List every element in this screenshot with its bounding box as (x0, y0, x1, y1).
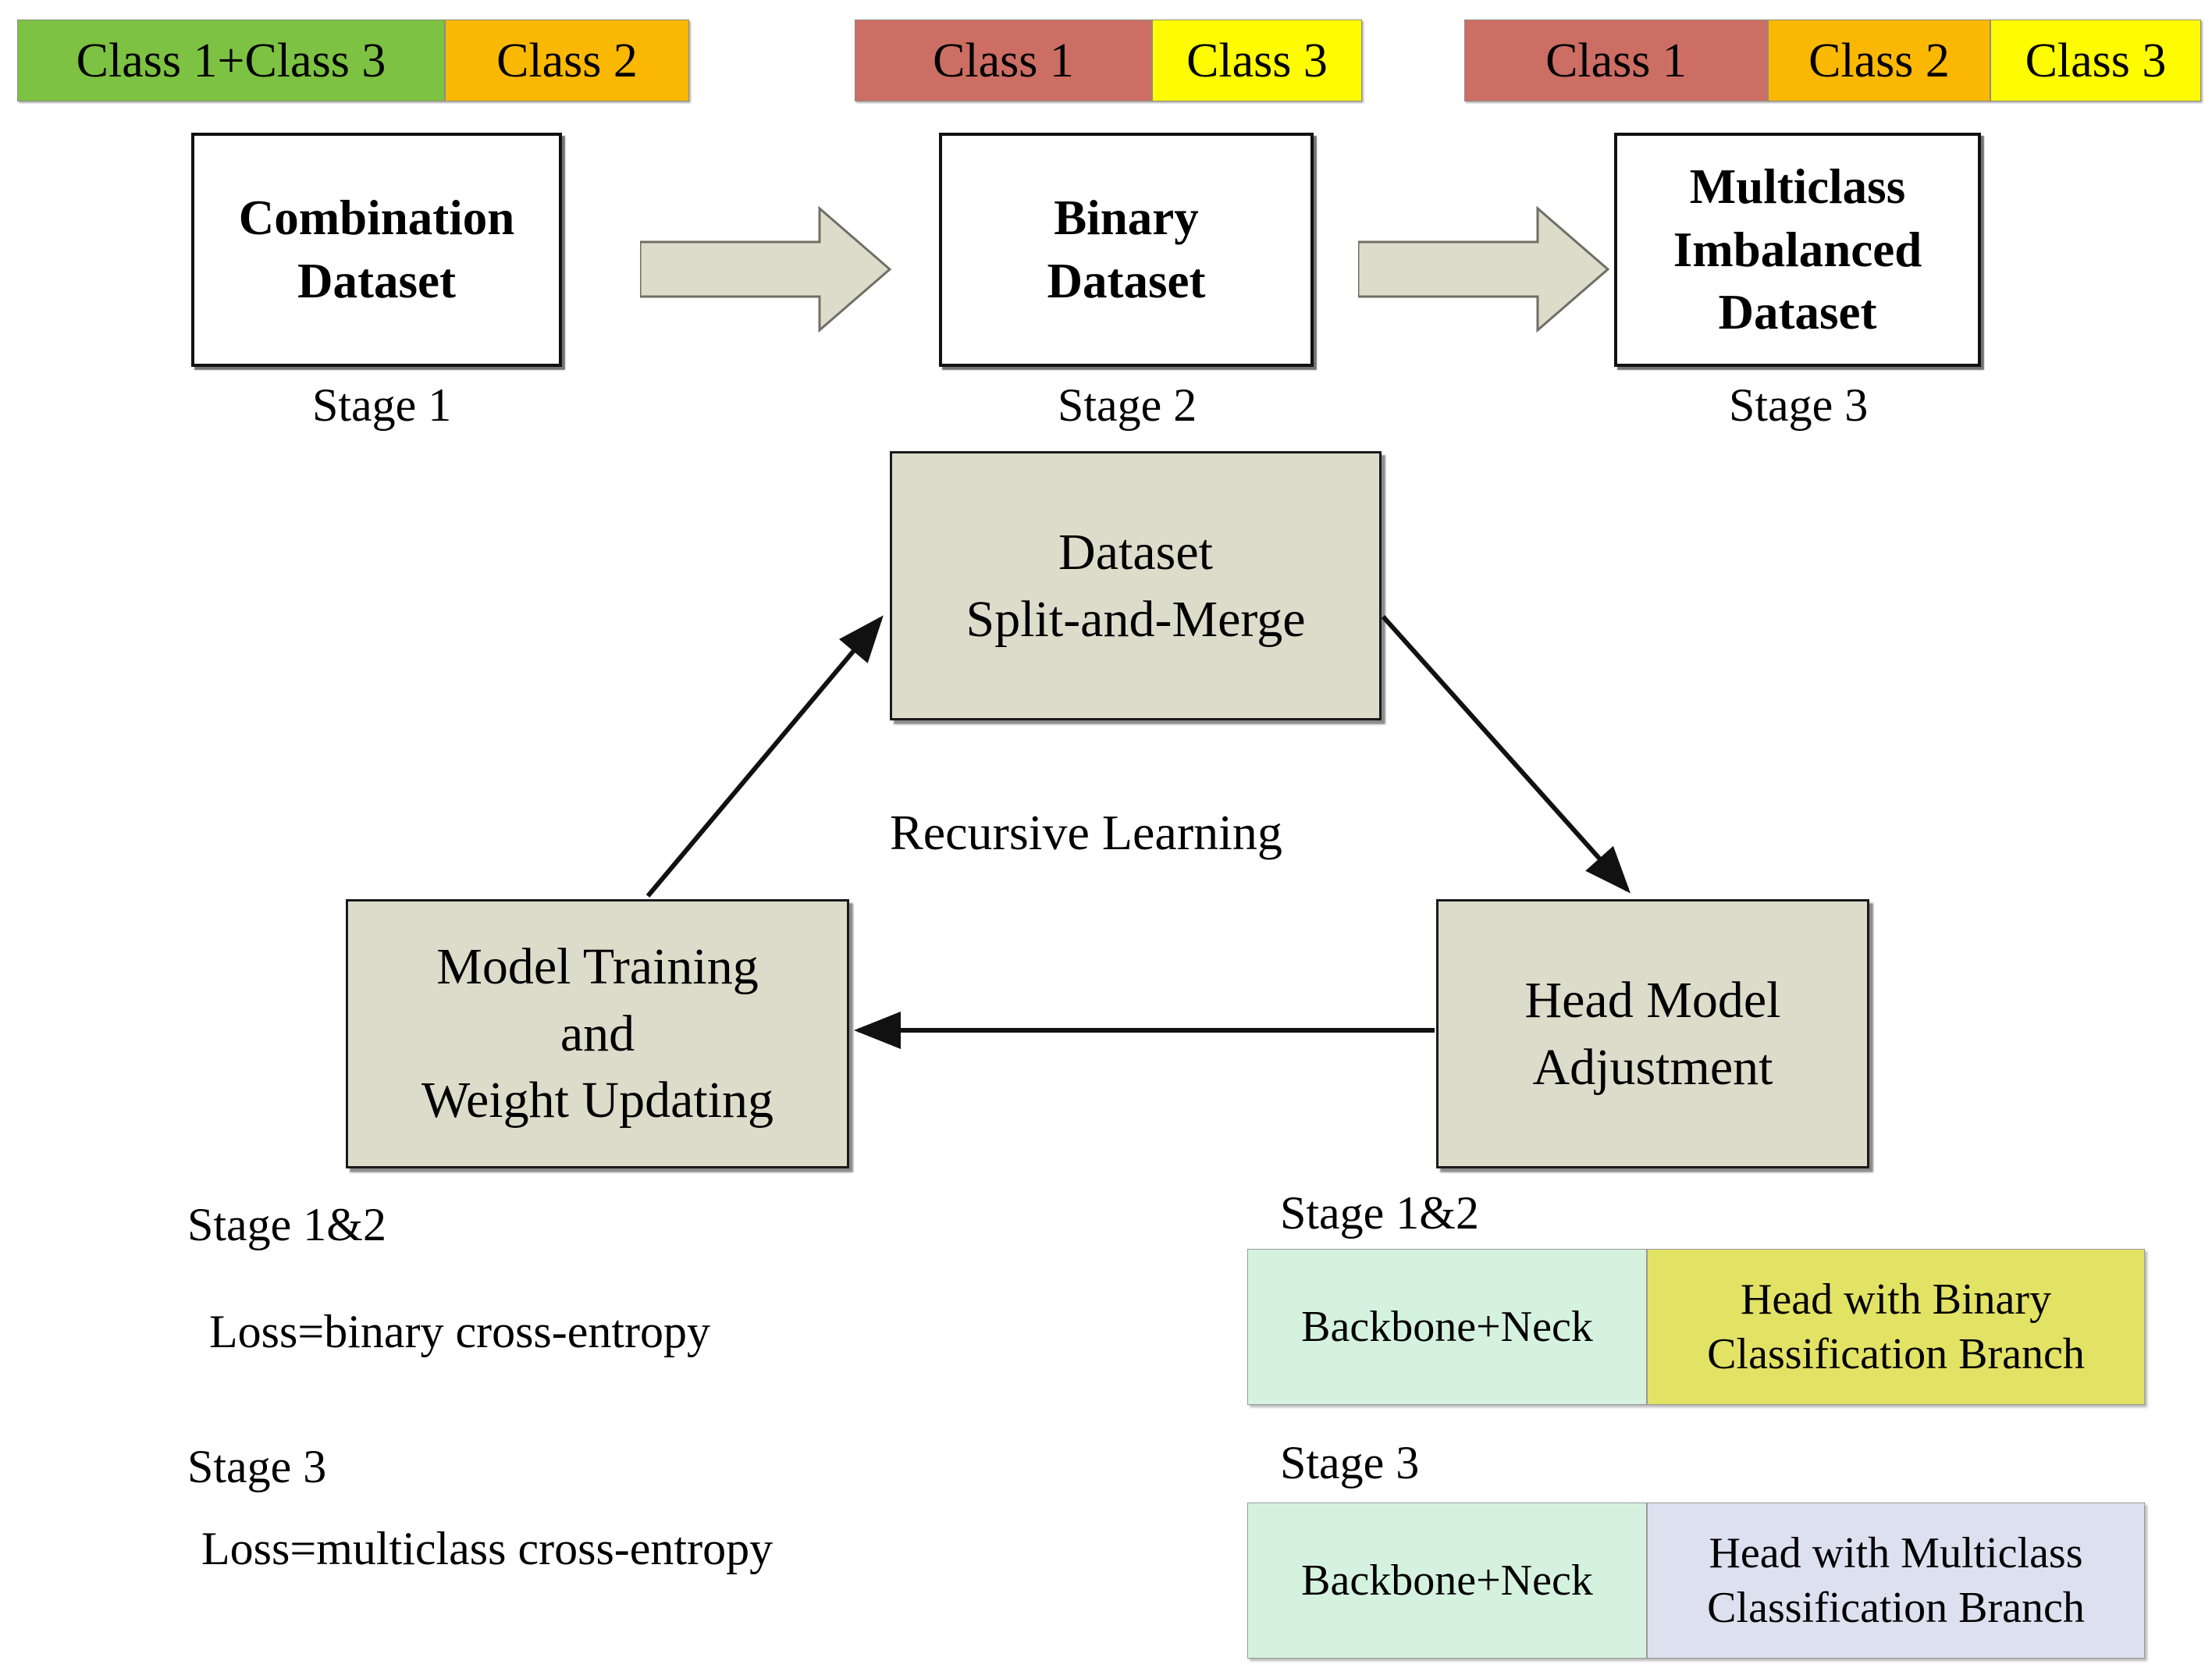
class-distribution-bar-stage-1: Class 1+Class 3 Class 2 (17, 20, 689, 101)
architecture-stage-label-2: Stage 3 (1280, 1437, 1420, 1488)
class-distribution-bar-stage-3: Class 1 Class 2 Class 3 (1464, 20, 2201, 101)
class-segment-class2: Class 2 (1768, 20, 1990, 101)
head-binary-classification-branch-segment: Head with Binary Classification Branch (1647, 1249, 2145, 1405)
pipeline-arrow-stage2-to-stage3 (1357, 199, 1639, 340)
class-segment-class1: Class 1 (855, 20, 1152, 101)
loss-stage-label-1: Stage 1&2 (187, 1199, 386, 1250)
backbone-neck-segment: Backbone+Neck (1247, 1249, 1647, 1405)
head-multiclass-classification-branch-segment: Head with Multiclass Classification Bran… (1647, 1503, 2145, 1659)
pipeline-arrow-stage1-to-stage2 (638, 199, 921, 340)
class-segment-class1-class3: Class 1+Class 3 (17, 20, 445, 101)
architecture-stage-label-1: Stage 1&2 (1280, 1187, 1479, 1239)
dataset-box-multiclass-imbalanced: Multiclass Imbalanced Dataset (1614, 133, 1981, 367)
loss-formula-2: Loss=multiclass cross-entropy (201, 1523, 773, 1574)
dataset-box-combination: Combination Dataset (191, 133, 562, 367)
class-segment-class3: Class 3 (1152, 20, 1362, 101)
loss-stage-label-2: Stage 3 (187, 1441, 327, 1492)
dataset-box-binary: Binary Dataset (939, 133, 1314, 367)
cycle-node-dataset-split-and-merge: Dataset Split-and-Merge (890, 451, 1382, 720)
backbone-neck-segment: Backbone+Neck (1247, 1503, 1647, 1659)
cycle-node-head-model-adjustment: Head Model Adjustment (1436, 899, 1869, 1168)
architecture-strip-stage-3: Backbone+Neck Head with Multiclass Class… (1247, 1503, 2145, 1659)
loss-formula-1: Loss=binary cross-entropy (209, 1306, 711, 1357)
class-segment-class3: Class 3 (1990, 20, 2201, 101)
architecture-strip-stage-1-2: Backbone+Neck Head with Binary Classific… (1247, 1249, 2145, 1405)
stage-caption-2: Stage 2 (1058, 379, 1197, 431)
stage-caption-3: Stage 3 (1729, 379, 1869, 431)
class-distribution-bar-stage-2: Class 1 Class 3 (855, 20, 1362, 101)
cycle-node-model-training-weight-updating: Model Training and Weight Updating (346, 899, 849, 1168)
class-segment-class2: Class 2 (445, 20, 689, 101)
cycle-center-label: Recursive Learning (890, 805, 1282, 860)
stage-caption-1: Stage 1 (312, 379, 452, 431)
class-segment-class1: Class 1 (1464, 20, 1768, 101)
